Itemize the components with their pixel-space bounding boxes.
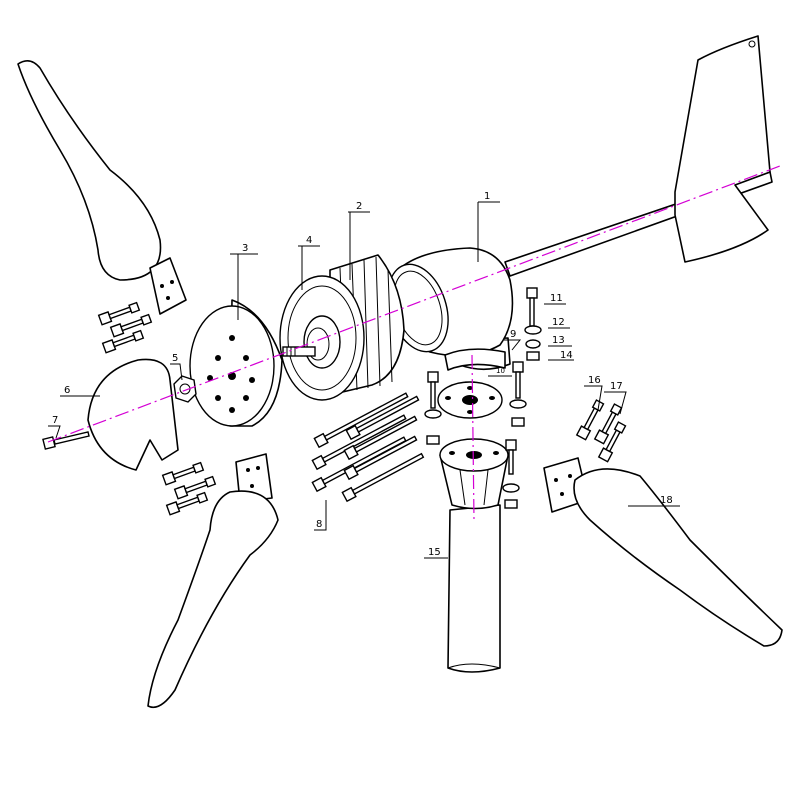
callout-14: 14 bbox=[560, 350, 573, 361]
hub-nut bbox=[173, 375, 197, 403]
rotor-axis bbox=[47, 165, 781, 443]
callout-18: 18 bbox=[660, 495, 673, 506]
mounting-flange bbox=[437, 381, 503, 419]
callout-6: 6 bbox=[64, 385, 70, 396]
tower-adapter bbox=[439, 438, 509, 510]
tower-pole bbox=[447, 504, 501, 673]
rotor-blade-upper bbox=[17, 60, 187, 315]
long-bolt-set bbox=[311, 392, 425, 503]
callout-11: 11 bbox=[550, 293, 563, 304]
rotor-blade-right bbox=[543, 457, 783, 647]
callout-17: 17 bbox=[610, 381, 623, 392]
callout-1: 1 bbox=[484, 191, 490, 202]
nacelle-body bbox=[387, 247, 514, 371]
callout-15: 15 bbox=[428, 547, 441, 558]
tower-axis bbox=[471, 354, 475, 521]
rotor-blade-lower bbox=[147, 453, 279, 709]
callout-8: 8 bbox=[316, 519, 322, 530]
callout-labels: 1 2 3 4 5 6 7 8 9 10 11 12 13 14 15 16 1… bbox=[52, 191, 673, 558]
blade-bolt-set-upper bbox=[97, 301, 153, 354]
nose-cone bbox=[87, 358, 179, 471]
base-bolt-set bbox=[424, 287, 542, 509]
tail-vane bbox=[504, 35, 773, 277]
generator-stator bbox=[279, 254, 405, 401]
hub-plate bbox=[189, 299, 283, 427]
nose-cone-bolt bbox=[42, 431, 90, 450]
callout-2: 2 bbox=[356, 201, 362, 212]
callout-4: 4 bbox=[306, 235, 312, 246]
blade-bolt-set-lower bbox=[161, 461, 217, 516]
callout-13: 13 bbox=[552, 335, 565, 346]
callout-3: 3 bbox=[242, 243, 248, 254]
callout-16: 16 bbox=[588, 375, 601, 386]
callout-12: 12 bbox=[552, 317, 565, 328]
callout-leaders bbox=[48, 201, 680, 559]
callout-9: 9 bbox=[510, 329, 516, 340]
blade-bolt-set-right bbox=[575, 399, 627, 463]
callout-7: 7 bbox=[52, 415, 58, 426]
callout-5: 5 bbox=[172, 353, 178, 364]
callout-10: 10 bbox=[496, 367, 505, 375]
